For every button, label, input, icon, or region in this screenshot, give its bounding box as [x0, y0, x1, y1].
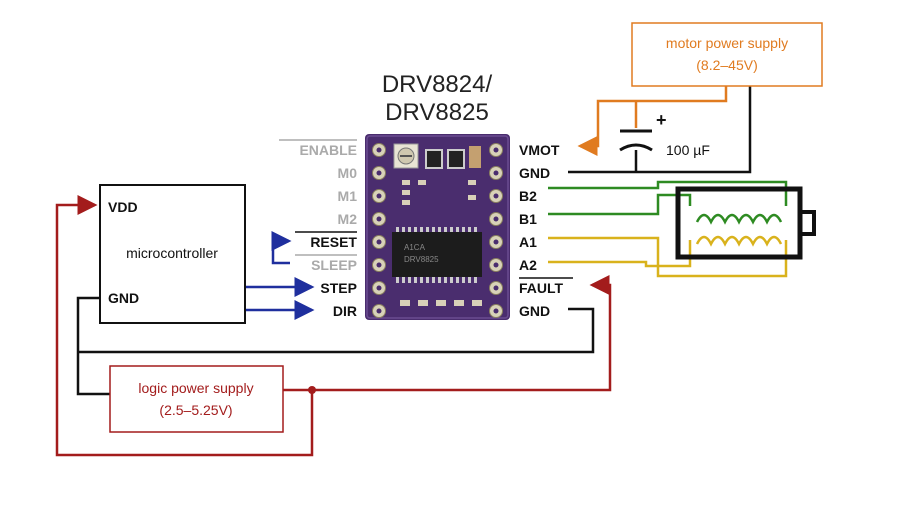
logic-supply-line-2: (2.5–5.25V) [159, 402, 232, 418]
pin-m2: M2 [338, 211, 358, 227]
pin-dir: DIR [333, 303, 357, 319]
motor-power-supply-box: motor power supply (8.2–45V) [631, 22, 823, 87]
mcu-vdd-label: VDD [108, 199, 138, 215]
fault-wire [283, 275, 612, 392]
pin-vmot: VMOT [519, 142, 560, 158]
chip-marking-2: DRV8825 [404, 255, 439, 264]
coil-a [695, 235, 783, 247]
logic-power-supply-box: logic power supply (2.5–5.25V) [109, 365, 284, 433]
pin-m0: M0 [338, 165, 358, 181]
chip-marking-1: A1CA [404, 243, 426, 252]
signal-wires [245, 231, 315, 320]
mcu-gnd-label: GND [108, 290, 139, 306]
driver-board: A1CA DRV8825 [365, 134, 510, 320]
mcu-gnd-to-logic-wire [76, 296, 110, 396]
a1-wire [548, 236, 788, 278]
pin-b1: B1 [519, 211, 537, 227]
pin-m1: M1 [338, 188, 358, 204]
ground-wires [76, 86, 752, 396]
pin-enable: ENABLE [299, 142, 357, 158]
logic-supply-line-1: logic power supply [138, 380, 253, 396]
logic-power-wires [55, 195, 612, 457]
title-line-2: DRV8825 [385, 99, 489, 126]
pin-fault: FAULT [519, 280, 564, 296]
pin-a2: A2 [519, 257, 537, 273]
title-line-1: DRV8824/ [382, 71, 493, 98]
pin-b2: B2 [519, 188, 537, 204]
coil-b [695, 213, 783, 225]
mcu-label: microcontroller [126, 245, 218, 261]
potentiometer [393, 143, 419, 169]
vmot-wire [577, 86, 728, 156]
vdd-wire [55, 195, 314, 457]
pin-gnd-bottom: GND [519, 303, 550, 319]
reset-sleep-jumper [271, 231, 292, 265]
capacitor-plus: + [656, 110, 667, 130]
pin-step: STEP [320, 280, 357, 296]
ground-bus-wire [78, 307, 595, 354]
left-pin-labels: ENABLE M0 M1 M2 RESET SLEEP STEP DIR [279, 139, 358, 319]
motor-supply-line-1: motor power supply [666, 35, 788, 51]
right-pin-labels: VMOT GND B2 B1 A1 A2 FAULT GND [519, 142, 573, 319]
motor-supply-line-2: (8.2–45V) [696, 57, 757, 73]
driver-chip: A1CA DRV8825 [392, 227, 482, 283]
capacitor-value: 100 µF [666, 142, 710, 158]
pin-a1: A1 [519, 234, 537, 250]
motor-power-wires [577, 86, 728, 156]
microcontroller-box: VDD microcontroller GND [99, 184, 246, 324]
motor-gnd-wire [568, 86, 752, 174]
pin-gnd-top: GND [519, 165, 550, 181]
stepper-motor [675, 186, 816, 260]
logic-junction-dot [308, 386, 316, 394]
pin-sleep: SLEEP [311, 257, 357, 273]
pin-reset: RESET [310, 234, 357, 250]
capacitor: + 100 µF [619, 110, 710, 158]
b1-wire [548, 193, 692, 216]
a2-wire [548, 240, 692, 268]
